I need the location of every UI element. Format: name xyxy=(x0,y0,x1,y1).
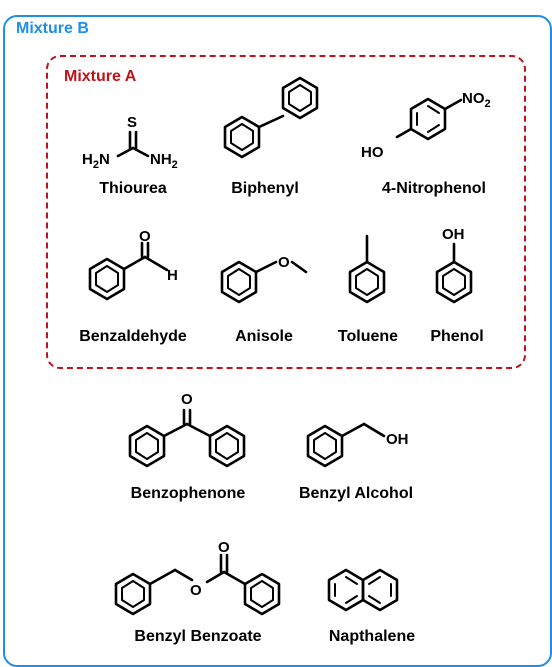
svg-text:O: O xyxy=(139,228,151,245)
svg-text:OH: OH xyxy=(442,226,465,243)
svg-text:H2N: H2N xyxy=(82,151,110,171)
napthalene-structure xyxy=(327,568,399,612)
anisole-label: Anisole xyxy=(235,328,293,345)
mixture-b-title: Mixture B xyxy=(16,20,89,37)
svg-text:O: O xyxy=(190,582,202,599)
toluene-structure xyxy=(348,234,386,304)
napthalene-label: Napthalene xyxy=(328,628,416,645)
benzophenone-label: Benzophenone xyxy=(130,485,246,502)
mixture-a-title: Mixture A xyxy=(64,68,137,85)
mixture-a-box xyxy=(46,55,526,369)
nitrophenol-structure: HO NO2 xyxy=(361,90,491,161)
svg-text:O: O xyxy=(278,254,290,271)
svg-text:OH: OH xyxy=(386,431,409,448)
svg-text:NH2: NH2 xyxy=(150,151,178,171)
benzyl-alcohol-label: Benzyl Alcohol xyxy=(298,485,414,502)
benzyl-benzoate-structure: O O xyxy=(114,539,281,616)
thiourea-label: Thiourea xyxy=(99,180,167,197)
benzaldehyde-structure: O H xyxy=(88,228,178,301)
phenol-label: Phenol xyxy=(430,328,484,345)
benzaldehyde-label: Benzaldehyde xyxy=(79,328,187,345)
svg-text:NO2: NO2 xyxy=(462,90,491,110)
biphenyl-structure xyxy=(223,76,319,159)
toluene-label: Toluene xyxy=(337,328,399,345)
nitrophenol-label: 4-Nitrophenol xyxy=(382,180,486,197)
thiourea-structure: S H2N NH2 xyxy=(82,114,178,171)
svg-text:H: H xyxy=(167,267,178,284)
biphenyl-label: Biphenyl xyxy=(231,180,299,197)
svg-text:O: O xyxy=(218,539,230,556)
benzophenone-structure: O xyxy=(128,391,246,468)
svg-text:S: S xyxy=(127,114,137,131)
anisole-structure: O xyxy=(220,254,308,304)
svg-text:HO: HO xyxy=(361,144,384,161)
svg-text:O: O xyxy=(181,391,193,408)
benzyl-benzoate-label: Benzyl Benzoate xyxy=(134,628,262,645)
benzyl-alcohol-structure: OH xyxy=(306,422,409,468)
phenol-structure: OH xyxy=(435,226,473,304)
